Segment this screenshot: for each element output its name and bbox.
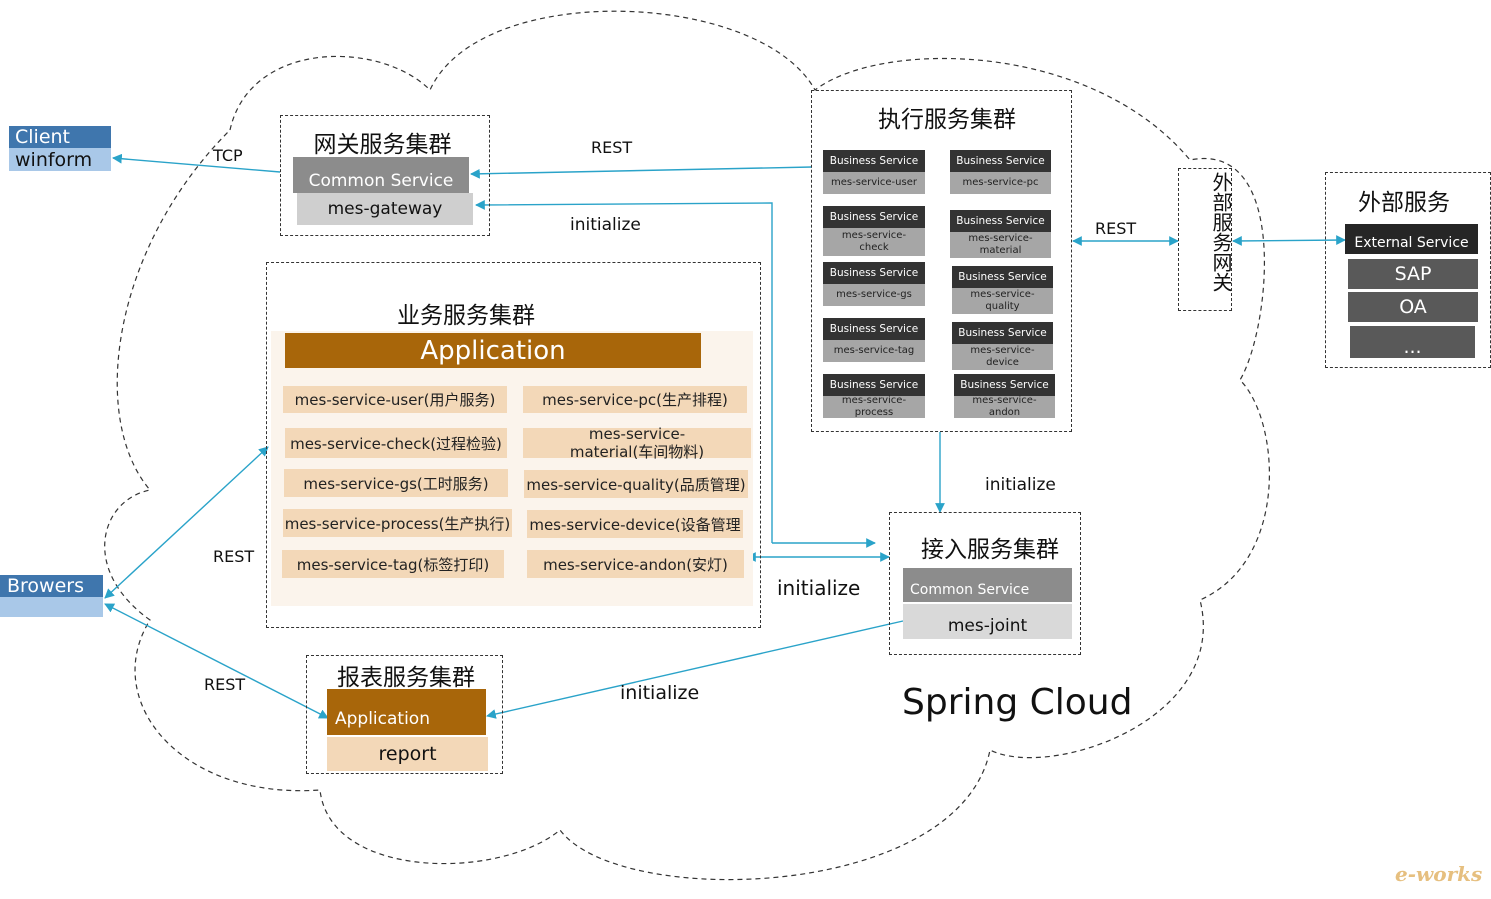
external-cluster-title: 外部服务 [1358,190,1450,216]
business-service: mes-service-andon(安灯) [527,550,744,578]
access-cluster-title: 接入服务集群 [921,537,1059,563]
edge-rest-browser-report [104,603,329,719]
client-box-bottom: winform [9,148,111,171]
report-cluster-title: 报表服务集群 [337,665,475,691]
exec-service-name: mes-service-process [823,395,925,418]
external-gateway-label: 外部服务网关 [1209,172,1233,292]
exec-service-name: mes-service-andon [954,395,1055,418]
report-app-bar: Application [327,689,486,735]
edge-label-rest-gateway: REST [591,138,633,157]
report-cluster [306,655,503,774]
business-service: mes-service-device(设备管理 [527,510,743,538]
external-service-header: External Service [1345,224,1478,254]
gateway-item: mes-gateway [297,193,473,225]
edge-label-rest-browser-biz: REST [213,547,255,566]
exec-service-name: mes-service-material [950,232,1051,258]
exec-service-header: Business Service [823,318,925,340]
gateway-cluster-title: 网关服务集群 [313,132,452,158]
edge-init-report [486,620,904,719]
exec-service-header: Business Service [950,210,1051,232]
exec-service-header: Business Service [823,262,925,284]
edge-rest-external-right [1232,235,1346,246]
edge-label-init-exec: initialize [985,475,1056,495]
external-item-more: ... [1350,326,1475,358]
business-service: mes-service-pc(生产排程) [523,386,747,413]
exec-service-header: Business Service [954,374,1055,396]
edge-rest-browser-biz [104,446,269,599]
browser-box-bottom [0,597,103,617]
client-box-top: Client [9,126,111,148]
exec-cluster [811,90,1072,432]
report-item: report [327,737,488,771]
access-cluster [889,512,1081,655]
business-cluster [266,262,761,628]
business-service: mes-service-quality(品质管理) [524,470,748,498]
external-gateway [1178,168,1232,311]
access-item: mes-joint [903,604,1072,639]
edge-init-gateway [475,200,773,543]
edge-label-init-gateway: initialize [570,215,641,235]
exec-service-name: mes-service-pc [950,172,1051,194]
exec-service-header: Business Service [952,266,1053,288]
business-app-bar: Application [285,333,701,368]
watermark-logo: e-works [1395,862,1483,886]
business-service: mes-service-gs(工时服务) [284,469,508,497]
edge-label-tcp: TCP [213,146,243,165]
gateway-cluster [280,115,490,236]
exec-service-header: Business Service [823,150,925,172]
business-service: mes-service-process(生产执行) [283,509,512,537]
business-cluster-title: 业务服务集群 [397,303,535,329]
exec-cluster-title: 执行服务集群 [878,107,1016,133]
edge-tcp [112,153,281,173]
exec-service-name: mes-service-user [823,172,925,194]
edge-label-rest-external: REST [1095,219,1137,238]
platform-label: Spring Cloud [902,682,1133,723]
edge-label-rest-browser-report: REST [204,675,246,694]
external-item-oa: OA [1348,292,1478,322]
exec-service-name: mes-service-gs [823,284,925,306]
edge-label-init-report: initialize [620,682,700,704]
exec-service-header: Business Service [823,374,925,396]
gateway-common-service: Common Service [293,157,469,193]
business-service: mes-service-check(过程检验) [285,428,507,458]
browser-box-top: Browers [0,575,103,597]
business-service: mes-service-user(用户服务) [283,386,507,413]
edge-rest-gateway [470,166,813,179]
exec-service-header: Business Service [823,206,925,228]
edge-label-init-biz: initialize [777,576,861,600]
external-item-sap: SAP [1348,259,1478,289]
exec-service-name: mes-service-tag [823,340,925,362]
exec-service-name: mes-service-check [823,228,925,256]
exec-service-header: Business Service [950,150,1051,172]
business-service: mes-service-tag(标签打印) [282,550,504,578]
exec-service-name: mes-service-device [952,344,1053,370]
exec-service-name: mes-service-quality [952,288,1053,314]
business-service: mes-service-material(车间物料) [523,425,751,461]
access-common-service: Common Service [903,568,1072,602]
exec-service-header: Business Service [952,322,1053,344]
